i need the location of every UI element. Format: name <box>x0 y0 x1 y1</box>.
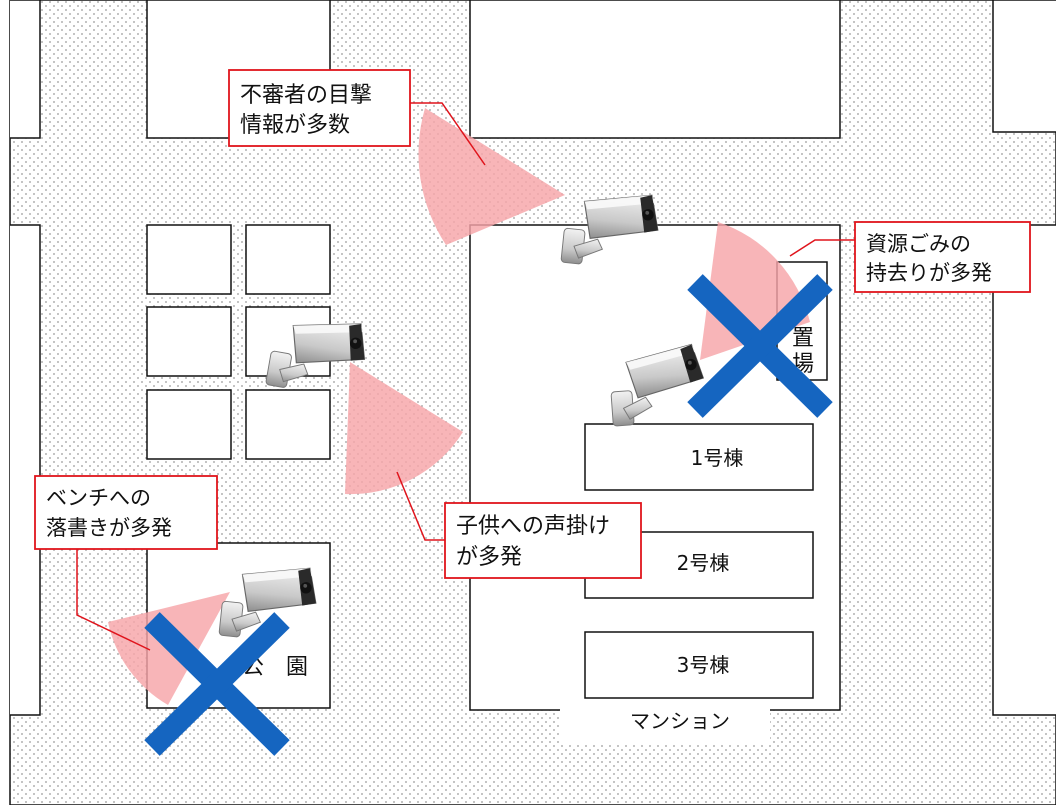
mansion-label: マンション <box>630 709 730 733</box>
block-left-edge <box>10 224 41 716</box>
callout-garbage-line-1: 資源ごみの <box>866 232 971 256</box>
house-1 <box>146 224 232 295</box>
callout-child-line-2: が多発 <box>456 545 522 570</box>
block-top-right-edge <box>992 0 1056 133</box>
callout-bench-line-2: 落書きが多発 <box>46 516 172 540</box>
garbage-area-char-1: 置 <box>792 326 814 351</box>
callout-suspicious-line-1: 不審者の目撃 <box>240 83 372 108</box>
block-right-edge <box>992 224 1056 716</box>
block-top-2 <box>469 0 841 139</box>
callout-bench-line-1: ベンチへの <box>46 486 151 510</box>
callout-bench-graffiti: ベンチへの 落書きが多発 <box>34 475 218 550</box>
leader-child-calls <box>396 471 445 541</box>
callout-child-line-1: 子供への声掛け <box>456 514 610 539</box>
building-3-label: 3号棟 <box>677 653 730 677</box>
block-top-left-edge <box>10 0 41 139</box>
building-2-label: 2号棟 <box>677 551 730 575</box>
x-mark-park <box>144 612 290 756</box>
house-6 <box>245 389 331 460</box>
x-mark-right <box>687 274 833 418</box>
building-1 <box>584 423 814 491</box>
callout-suspicious-line-2: 情報が多数 <box>240 113 350 138</box>
mansion-label-bg <box>560 704 770 744</box>
leader-suspicious <box>410 102 486 166</box>
house-5 <box>146 389 232 460</box>
camera-left-fov <box>345 362 463 495</box>
callout-child-calls: 子供への声掛け が多発 <box>444 502 642 579</box>
house-2 <box>245 224 331 295</box>
house-3 <box>146 306 232 377</box>
building-1-label: 1号棟 <box>691 446 744 470</box>
callout-suspicious-person: 不審者の目撃 情報が多数 <box>228 69 411 147</box>
callout-garbage-line-2: 持去りが多発 <box>866 261 992 285</box>
camera-top-fov <box>418 108 565 245</box>
callout-garbage-theft: 資源ごみの 持去りが多発 <box>854 221 1031 293</box>
building-3 <box>584 631 814 699</box>
leader-bench <box>76 548 151 651</box>
leader-garbage <box>789 239 855 257</box>
